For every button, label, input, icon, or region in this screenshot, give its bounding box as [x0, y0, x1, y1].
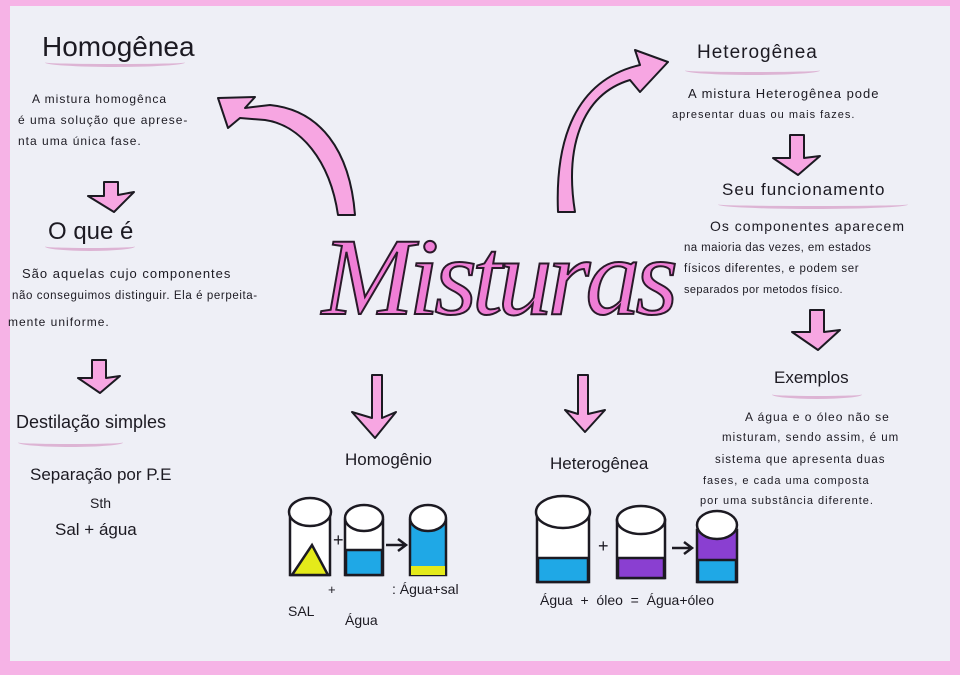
curved-arrow-left-icon [217, 96, 356, 216]
heading-heterogenea: Heterogênea [697, 42, 818, 63]
sub-label-sal: SAL [288, 603, 315, 619]
function-line: separados por metodos físico. [684, 284, 843, 296]
intro-line: A mistura Heterogênea pode [688, 86, 880, 101]
function-line: na maioria das vezes, em estados [684, 242, 872, 254]
heading-destilacao: Destilação simples [16, 412, 167, 432]
heading-o-que-e: O que é [48, 218, 134, 245]
example-line: A água e o óleo não se [745, 410, 890, 424]
curved-arrow-right-icon [556, 49, 669, 213]
arrow-down-icon [77, 359, 121, 394]
function-line: físicos diferentes, e podem ser [684, 263, 860, 275]
intro-line: é uma solução que aprese- [18, 113, 189, 127]
method-line: Sal + água [55, 520, 137, 539]
example-line: sistema que apresenta duas [715, 454, 886, 466]
equation-heterogeneous: Água + óleo = Água+óleo [540, 592, 714, 608]
arrow-down-icon [772, 134, 821, 176]
sub-label-agua: Água [345, 612, 378, 628]
label-heterogenea: Heterogênea [550, 454, 649, 473]
intro-line: nta uma única fase. [18, 134, 142, 148]
what-line: mente uniforme. [8, 315, 110, 329]
example-line: misturam, sendo assim, é um [722, 432, 900, 444]
equation-result: : Água+sal [392, 581, 459, 597]
heading-seu-funcionamento: Seu funcionamento [722, 180, 886, 199]
plus-sign: + [598, 536, 609, 556]
heading-exemplos: Exemplos [774, 368, 849, 387]
heading-homogenea: Homogênea [42, 31, 195, 62]
arrow-down-icon [87, 181, 135, 213]
method-line: Separação por P.E [30, 465, 172, 484]
label-homogenio: Homogênio [345, 450, 432, 469]
example-line: fases, e cada uma composta [703, 475, 870, 487]
function-line: Os componentes aparecem [710, 218, 905, 234]
what-line: São aquelas cujo componentes [22, 266, 232, 281]
arrow-down-icon [791, 309, 841, 351]
intro-line: apresentar duas ou mais fazes. [672, 109, 856, 121]
plus-sign: + [333, 530, 344, 550]
main-title: Misturas [321, 216, 679, 338]
intro-line: A mistura homogênca [32, 92, 168, 106]
arrow-down-icon [564, 374, 606, 433]
example-line: por uma substância diferente. [700, 495, 874, 507]
what-line: não conseguimos distinguir. Ela é perpei… [12, 290, 258, 302]
arrow-down-icon [351, 374, 397, 439]
method-line: Sth [90, 495, 112, 511]
plus-sign: + [328, 582, 336, 597]
